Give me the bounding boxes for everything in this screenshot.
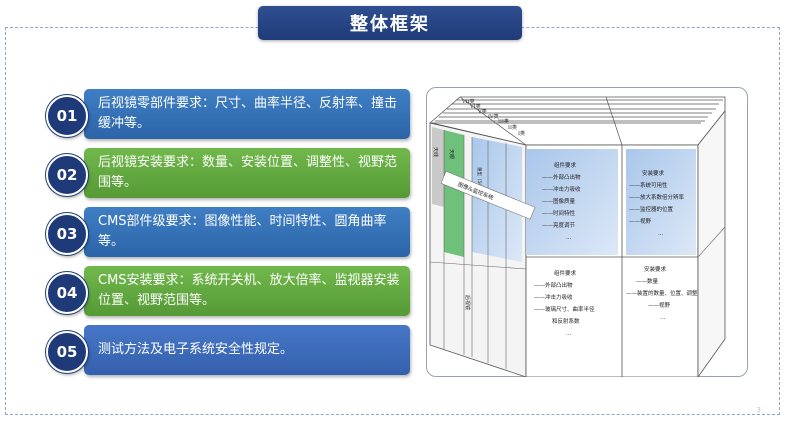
cube-right-face [697,109,726,377]
antenna-strip [432,127,444,207]
antenna-label: 天线 [432,147,439,157]
q4-line: ——数量 [636,277,659,285]
list-item-05: 05 测试方法及电子系统安全性规定。 [46,325,412,377]
q1-title: 组件要求 [554,161,577,169]
q3-dots: … [566,331,572,337]
side-label: 后视镜 [464,295,471,310]
q2-line: ——系统可用性 [629,181,668,189]
q1-line: ——亮度调节 [542,221,576,229]
class-label-ii: II类 [508,124,517,131]
q2-line: ——放大系数倍分辨率 [629,193,685,201]
item-text: 后视镜安装要求：数量、安装位置、调整性、视野范围等。 [84,148,410,198]
eye-strip [444,130,464,257]
item-text: 后视镜零部件要求：尺寸、曲率半径、反射率、撞击缓冲等。 [84,89,410,139]
eye-label: 天眼 [448,149,454,159]
q3-line: 和反射系数 [552,317,580,325]
q2-dots: … [658,231,664,237]
cube-top-grid [432,96,723,146]
page-number: 3 [756,406,761,414]
q3-line: ——冲击力吸收 [534,293,573,301]
quadrant-top-right-fill [626,149,696,255]
quadrant-bottom-left: 组件要求 ——外部凸出物 ——冲击力吸收 ——玻璃尺寸、曲率半径 和反射系数 … [534,269,595,337]
q4-line: ——装置的数量、位置、调整 [626,289,698,297]
quadrant-top-right: 安装要求 ——系统可用性 ——放大系数倍分辨率 ——监控器的位置 ——视野 … [629,169,685,237]
q3-line: ——玻璃尺寸、曲率半径 [534,305,595,313]
item-number-badge: 02 [46,154,88,196]
item-number-badge: 04 [46,272,88,314]
q1-line: ——外部凸出物 [542,173,581,181]
item-number-badge: 05 [46,331,88,373]
q1-dots: … [566,235,572,241]
list-item-03: 03 CMS部件级要求：图像性能、时间特性、圆角曲率等。 [46,207,412,259]
q1-line: ——图像质量 [542,197,576,205]
q3-title: 组件要求 [554,269,577,277]
page-title: 整体框架 [258,6,522,40]
item-number-badge: 03 [46,213,88,255]
class-label-vii: VII类 [461,98,475,105]
class-label-v: V类 [477,108,487,115]
list-item-01: 01 后视镜零部件要求：尺寸、曲率半径、反射率、撞击缓冲等。 [46,89,412,141]
q2-title: 安装要求 [642,169,665,177]
q1-line: ——时间特性 [542,209,576,217]
quadrant-top-left-fill [526,149,618,255]
class-label-i: I类 [518,130,525,137]
q2-line: ——监控器的位置 [629,205,674,213]
q4-dots: … [660,315,666,321]
heavy-label: 重型（50t） [476,167,483,193]
q3-line: ——外部凸出物 [534,281,573,289]
item-text: CMS部件级要求：图像性能、时间特性、圆角曲率等。 [84,207,410,257]
quadrant-bottom-right: 安装要求 ——数量 ——装置的数量、位置、调整 ——视野 … [626,265,698,321]
item-text: 测试方法及电子系统安全性规定。 [84,325,410,375]
q4-line: ——视野 [648,301,671,309]
left-face-grid [429,130,527,369]
class-label-vi: VI类 [469,103,481,110]
list-item-04: 04 CMS安装要求：系统开关机、放大倍率、监视器安装位置、视野范围等。 [46,266,412,318]
class-label-iii: III类 [498,118,509,125]
framework-cube-diagram: VII类 VI类 V类 IV类 III类 II类 I类 天线 天眼 重型（50t… [428,96,726,377]
q4-title: 安装要求 [644,265,667,273]
list-item-02: 02 后视镜安装要求：数量、安装位置、调整性、视野范围等。 [46,148,412,200]
q2-line: ——视野 [629,217,652,225]
item-text: CMS安装要求：系统开关机、放大倍率、监视器安装位置、视野范围等。 [84,266,410,316]
quadrant-top-left: 组件要求 ——外部凸出物 ——冲击力吸收 ——图像质量 ——时间特性 ——亮度调… [542,161,581,241]
item-number-badge: 01 [46,95,88,137]
q1-line: ——冲击力吸收 [542,185,581,193]
class-label-iv: IV类 [488,113,499,120]
